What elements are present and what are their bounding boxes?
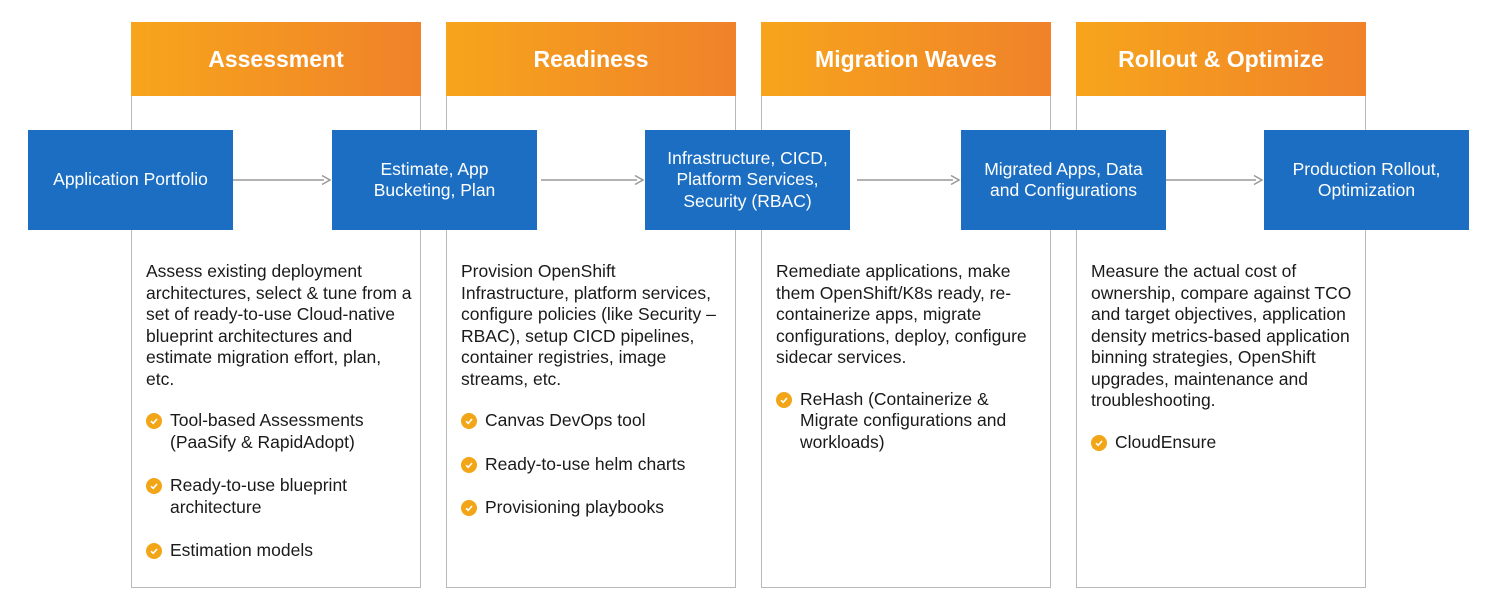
check-circle-icon [461, 500, 477, 516]
tool-item-label: CloudEnsure [1115, 431, 1217, 452]
phase-description: Assess existing deployment architectures… [146, 261, 412, 389]
tool-item: ReHash (Containerize & Migrate configura… [776, 389, 1042, 454]
check-circle-icon [776, 391, 792, 408]
check-circle-icon [146, 543, 162, 559]
phase-description: Measure the actual cost of ownership, co… [1091, 261, 1352, 410]
tool-item-label: ReHash (Containerize & Migrate configura… [800, 388, 1007, 452]
tool-item: Provisioning playbooks [461, 497, 727, 519]
check-circle-icon [461, 456, 477, 473]
tool-item: CloudEnsure [1091, 432, 1357, 454]
tool-item: Ready-to-use blueprint architecture [146, 475, 412, 518]
step-estimate-bucketing-plan: Estimate, App Bucketing, Plan [332, 130, 537, 230]
tool-item-label: Provisioning playbooks [485, 497, 664, 517]
tool-item: Ready-to-use helm charts [461, 454, 727, 476]
phase-column-rollout-optimize: Rollout & Optimize Measure the actual co… [1076, 22, 1366, 588]
phase-column-readiness: Readiness Provision OpenShift Infrastruc… [446, 22, 736, 588]
tool-list: CloudEnsure [1091, 432, 1357, 454]
tool-item-label: Tool-based Assessments (PaaSify & RapidA… [170, 410, 364, 452]
step-infrastructure-cicd: Infrastructure, CICD, Platform Services,… [645, 130, 850, 230]
tool-item-label: Ready-to-use helm charts [485, 453, 686, 474]
phase-body: Provision OpenShift Infrastructure, plat… [461, 261, 727, 541]
phase-description: Provision OpenShift Infrastructure, plat… [461, 261, 716, 389]
tool-list: ReHash (Containerize & Migrate configura… [776, 389, 1042, 454]
arrow-right-icon [233, 174, 332, 186]
tool-item-label: Estimation models [170, 540, 313, 560]
check-circle-icon [146, 413, 162, 429]
check-circle-icon [1091, 434, 1107, 451]
arrow-right-icon [857, 174, 961, 186]
tool-item-label: Ready-to-use blueprint architecture [170, 475, 348, 517]
tool-item: Tool-based Assessments (PaaSify & RapidA… [146, 410, 412, 453]
tool-list: Canvas DevOps tool Ready-to-use helm cha… [461, 410, 727, 519]
check-circle-icon [461, 413, 477, 429]
tool-list: Tool-based Assessments (PaaSify & RapidA… [146, 410, 412, 562]
tool-item: Estimation models [146, 540, 412, 562]
phase-header: Rollout & Optimize [1076, 22, 1366, 96]
phase-column-migration-waves: Migration Waves Remediate applications, … [761, 22, 1051, 588]
phase-header: Assessment [131, 22, 421, 96]
arrow-right-icon [541, 174, 645, 186]
step-application-portfolio: Application Portfolio [28, 130, 233, 230]
phase-body: Measure the actual cost of ownership, co… [1091, 261, 1357, 475]
tool-item-label: Canvas DevOps tool [485, 410, 646, 430]
step-migrated-apps: Migrated Apps, Data and Configurations [961, 130, 1166, 230]
phase-header: Migration Waves [761, 22, 1051, 96]
arrow-right-icon [1166, 174, 1264, 186]
check-circle-icon [146, 478, 162, 494]
step-production-rollout: Production Rollout, Optimization [1264, 130, 1469, 230]
phase-header: Readiness [446, 22, 736, 96]
phase-description: Remediate applications, make them OpenSh… [776, 261, 1027, 367]
tool-item: Canvas DevOps tool [461, 410, 727, 432]
phase-column-assessment: Assessment Assess existing deployment ar… [131, 22, 421, 588]
phase-body: Assess existing deployment architectures… [146, 261, 412, 584]
phase-body: Remediate applications, make them OpenSh… [776, 261, 1042, 475]
